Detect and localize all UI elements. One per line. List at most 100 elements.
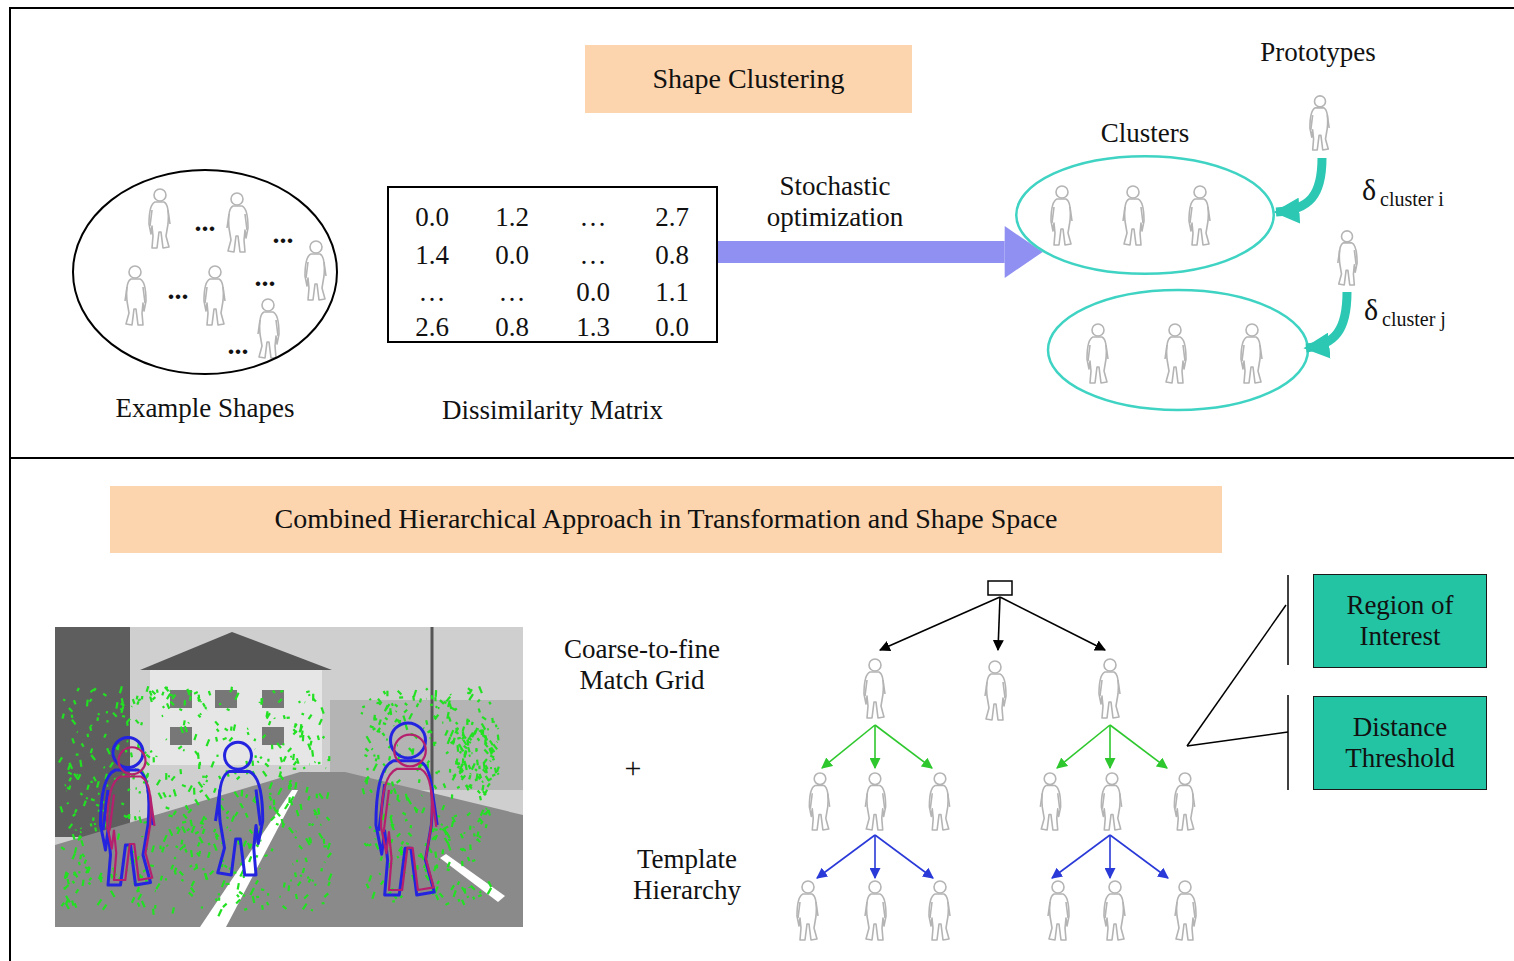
match-grid-mark [451, 794, 453, 798]
match-grid-mark [198, 842, 200, 846]
match-grid-mark [88, 883, 90, 885]
match-grid-mark [307, 877, 310, 879]
match-grid-mark [79, 827, 82, 830]
match-grid-mark [323, 736, 324, 738]
pedestrian-body [1339, 243, 1357, 285]
match-grid-mark [164, 835, 167, 842]
match-grid-mark [495, 768, 496, 774]
match-grid-mark [397, 780, 401, 783]
match-grid-mark [141, 696, 143, 699]
match-grid-mark [425, 869, 426, 872]
match-grid-mark [364, 843, 367, 846]
match-grid-mark [311, 750, 314, 756]
match-grid-mark [75, 828, 77, 831]
match-grid-mark [480, 891, 482, 893]
match-grid-mark [98, 793, 100, 796]
pedestrian-head [1106, 773, 1118, 785]
match-grid-mark [294, 724, 296, 728]
match-grid-mark [418, 779, 421, 783]
pedestrian-head [1179, 881, 1191, 893]
match-grid-mark [68, 764, 70, 770]
match-grid-mark [459, 744, 462, 750]
match-grid-mark [468, 786, 472, 789]
match-grid-mark [456, 732, 459, 734]
pedestrian-head [394, 735, 426, 767]
match-grid-mark [66, 896, 70, 903]
match-grid-mark [434, 828, 438, 831]
match-grid-mark [130, 705, 133, 708]
pedestrian-arm [1105, 902, 1125, 918]
match-grid-mark [460, 849, 463, 851]
match-grid-mark [172, 695, 175, 699]
match-grid-mark [497, 727, 500, 730]
match-grid-mark [217, 729, 219, 732]
match-grid-mark [383, 764, 385, 766]
match-grid-mark [136, 696, 139, 700]
match-grid-mark [156, 690, 159, 693]
delta-arrow [1306, 292, 1347, 348]
match-grid-mark [73, 814, 76, 816]
match-grid-mark [456, 745, 459, 752]
pedestrian-head [934, 881, 946, 893]
match-grid-mark [65, 790, 67, 792]
match-grid-mark [468, 857, 469, 861]
match-grid-mark [273, 691, 275, 693]
match-grid-mark [214, 829, 216, 832]
hierarchy-arrow [1109, 835, 1111, 878]
match-grid-mark [150, 864, 154, 867]
match-grid-mark [277, 812, 281, 816]
match-grid-mark [323, 845, 327, 847]
match-grid-mark [492, 759, 494, 760]
match-grid-mark [466, 896, 469, 898]
match-grid-mark [485, 808, 488, 809]
match-grid-mark [290, 755, 292, 758]
match-grid-mark [402, 813, 405, 815]
match-grid-mark [200, 700, 202, 703]
match-grid-mark [256, 845, 258, 847]
match-grid-mark [136, 720, 139, 724]
match-grid-mark [473, 825, 475, 828]
match-grid-mark [75, 903, 77, 907]
pedestrian-head [989, 661, 1001, 673]
match-grid-mark [308, 763, 311, 765]
match-grid-mark [171, 865, 173, 870]
pedestrian-head [231, 193, 243, 205]
match-grid-mark [250, 888, 253, 895]
match-grid-mark [87, 785, 88, 790]
match-grid-mark [178, 746, 182, 749]
match-grid-mark [237, 895, 239, 898]
match-grid-mark [79, 862, 80, 865]
match-grid-mark [299, 845, 302, 849]
match-grid-mark [308, 796, 309, 800]
match-grid-mark [450, 703, 451, 708]
match-grid-mark [179, 769, 182, 774]
match-grid-mark [467, 720, 470, 722]
node-text: Region of Interest [1322, 590, 1478, 652]
match-grid-mark [97, 781, 99, 787]
match-grid-mark [180, 840, 183, 845]
match-grid-mark [287, 717, 290, 719]
match-grid-mark [464, 751, 466, 758]
match-grid-mark [97, 713, 100, 715]
match-grid-mark [468, 747, 470, 752]
match-grid-mark [189, 786, 192, 792]
match-grid-mark [89, 878, 91, 880]
hierarchy-arrow [1109, 725, 1111, 768]
match-grid-mark [425, 698, 428, 700]
match-grid-mark [435, 772, 437, 773]
match-grid-mark [246, 893, 248, 895]
pedestrian-figure [376, 723, 437, 895]
match-grid-mark [492, 775, 495, 776]
match-grid-mark [295, 837, 296, 838]
match-grid-mark [381, 857, 382, 861]
match-grid-mark [440, 824, 443, 826]
match-grid-mark [203, 829, 205, 834]
match-grid-mark [484, 759, 487, 763]
match-grid-mark [398, 691, 402, 695]
pedestrian-arm [985, 682, 1005, 698]
match-grid-mark [216, 899, 217, 902]
match-grid-mark [235, 693, 238, 700]
match-grid-mark [265, 763, 269, 766]
match-grid-mark [490, 755, 494, 757]
